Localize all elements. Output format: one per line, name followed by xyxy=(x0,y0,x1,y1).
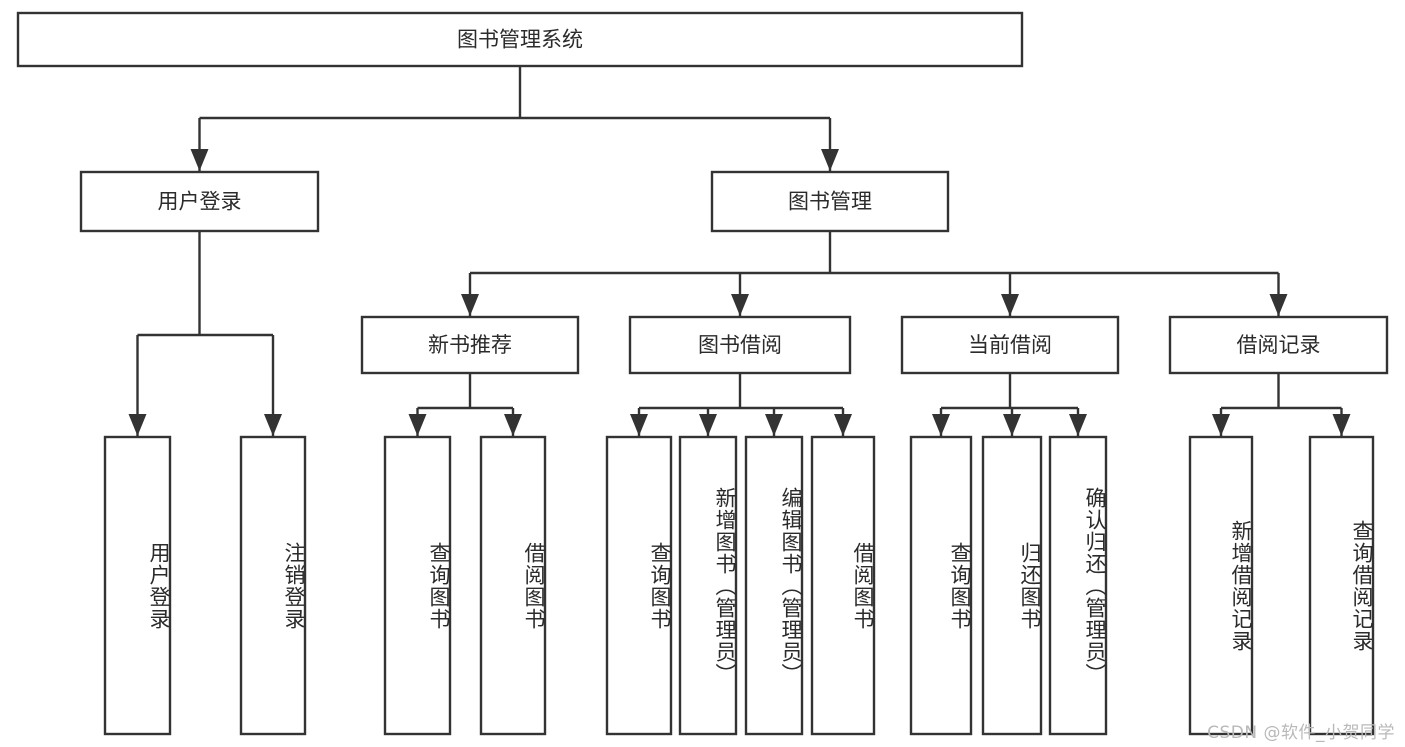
node-label-level3-3: 当前借阅 xyxy=(968,333,1052,357)
node-box-leaf-2[interactable] xyxy=(239,435,307,736)
node-box-level2-1[interactable] xyxy=(79,170,320,233)
node-box-root[interactable] xyxy=(16,11,1024,68)
node-label-level2-1: 用户登录 xyxy=(158,190,242,214)
node-box-level2-2[interactable] xyxy=(710,170,950,233)
node-box-leaf-7[interactable] xyxy=(744,435,804,736)
node-label-level3-1: 新书推荐 xyxy=(428,333,512,357)
node-label-level3-2: 图书借阅 xyxy=(698,333,782,357)
node-box-level3-3[interactable] xyxy=(900,315,1120,375)
node-box-level3-2[interactable] xyxy=(628,315,852,375)
node-label-level3-4: 借阅记录 xyxy=(1237,333,1321,357)
connectors-layer xyxy=(128,66,1351,436)
arrow-head-icon-leaf-8 xyxy=(932,414,950,436)
arrow-head-icon-leaf-4 xyxy=(630,414,648,436)
node-box-leaf-12[interactable] xyxy=(1188,435,1254,736)
node-box-leaf-4[interactable] xyxy=(479,435,547,736)
arrow-head-icon-level3-3 xyxy=(1269,294,1288,316)
arrow-head-icon-leaf-0 xyxy=(128,414,147,436)
arrow-head-icon-leaf-2 xyxy=(408,414,427,436)
arrow-head-icon-level3-2 xyxy=(1001,294,1019,316)
arrow-head-icon-leaf-7 xyxy=(834,414,852,436)
arrow-head-icon-leaf-1 xyxy=(264,414,282,436)
arrow-head-icon-level2-1 xyxy=(821,149,839,171)
node-box-leaf-8[interactable] xyxy=(810,435,876,736)
node-box-leaf-5[interactable] xyxy=(605,435,673,736)
node-box-leaf-10[interactable] xyxy=(981,435,1043,736)
node-box-leaf-3[interactable] xyxy=(383,435,452,736)
arrow-head-icon-leaf-5 xyxy=(699,414,717,436)
node-box-leaf-9[interactable] xyxy=(909,435,973,736)
arrow-head-icon-leaf-10 xyxy=(1069,414,1087,436)
node-boxes-layer xyxy=(16,11,1389,736)
node-box-leaf-1[interactable] xyxy=(103,435,172,736)
arrow-head-icon-leaf-11 xyxy=(1212,414,1230,436)
arrow-head-icon-leaf-6 xyxy=(765,414,783,436)
arrow-head-icon-level3-1 xyxy=(731,294,749,316)
arrow-head-icon-level3-0 xyxy=(461,294,479,316)
node-box-level3-1[interactable] xyxy=(360,315,580,375)
arrow-head-icon-leaf-9 xyxy=(1003,414,1021,436)
node-label-level2-2: 图书管理 xyxy=(788,190,872,214)
node-box-leaf-13[interactable] xyxy=(1308,435,1375,736)
node-box-level3-4[interactable] xyxy=(1168,315,1389,375)
arrow-head-icon-level2-0 xyxy=(190,149,209,171)
arrow-head-icon-leaf-3 xyxy=(504,414,522,436)
watermark-text: CSDN @软件_小贺同学 xyxy=(1207,723,1395,743)
node-label-root: 图书管理系统 xyxy=(457,28,583,52)
arrow-head-icon-leaf-12 xyxy=(1332,414,1351,436)
node-box-leaf-6[interactable] xyxy=(678,435,738,736)
node-box-leaf-11[interactable] xyxy=(1048,435,1108,736)
